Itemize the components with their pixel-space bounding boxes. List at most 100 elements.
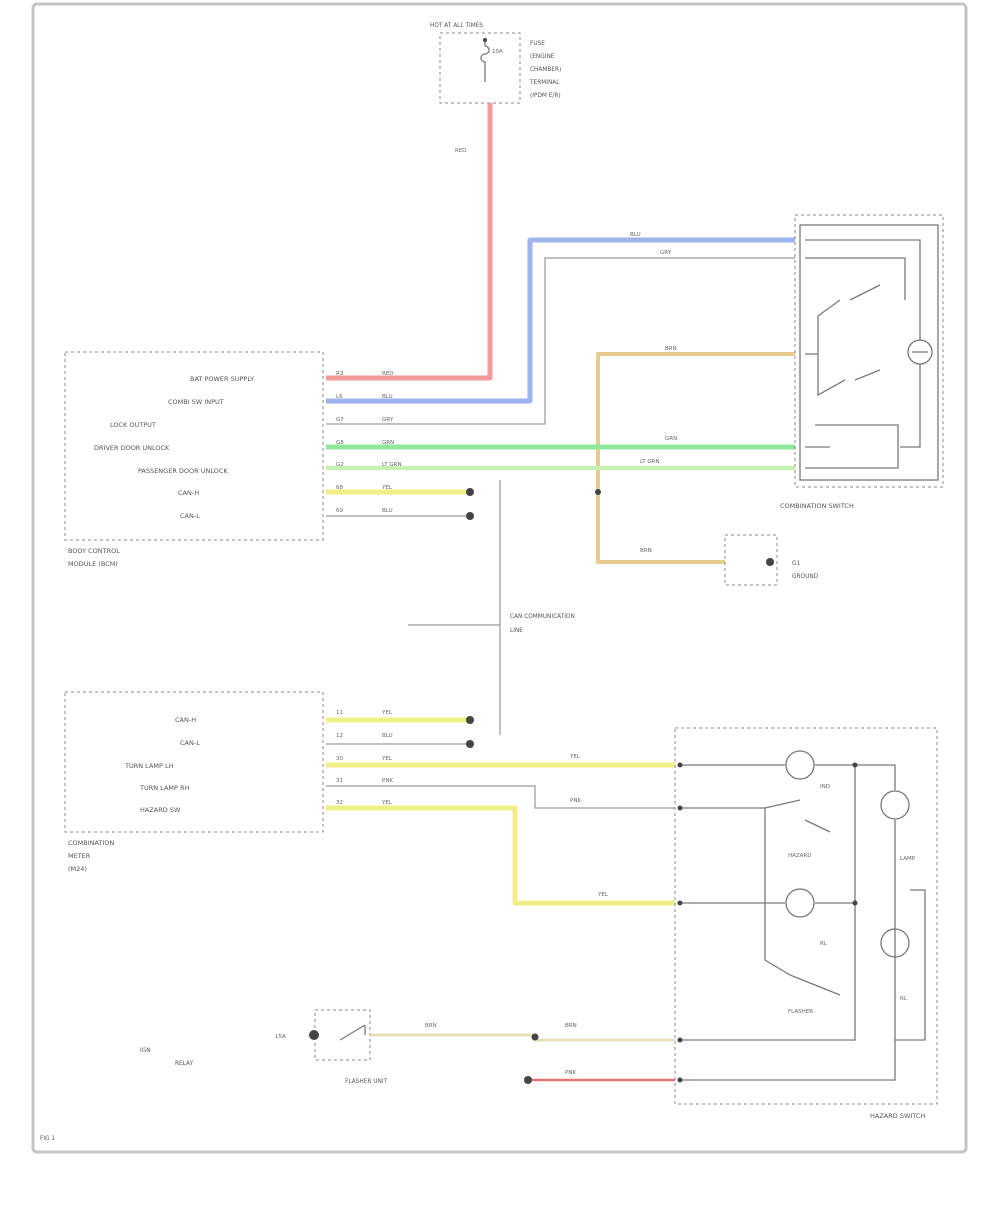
bcm-can-h-end xyxy=(466,488,474,496)
combi-switch-box xyxy=(794,214,944,488)
page-id: FIG 1 xyxy=(40,1136,55,1142)
wire-gray xyxy=(326,257,795,425)
wire-bottom-brown xyxy=(370,1033,675,1042)
bcm-pin-code: G7 xyxy=(336,417,344,423)
meter-box xyxy=(64,691,324,833)
fuse-line-1: FUSE xyxy=(530,41,545,47)
meter-pin-label: TURN LAMP LH xyxy=(124,762,174,770)
wire-orange xyxy=(596,352,795,564)
bcm-pin-4: PASSENGER DOOR UNLOCK G2 LT GRN xyxy=(138,462,402,475)
switch-module-inner-1: IND xyxy=(820,784,830,790)
bcm-pin-2: LOCK OUTPUT G7 GRY xyxy=(110,417,394,429)
wire-label-left-brown: BRN xyxy=(425,1023,437,1029)
bcm-pin-code: G2 xyxy=(336,462,344,468)
wire-label-blue: BLU xyxy=(630,232,641,238)
wire-label-meter-lh: YEL xyxy=(569,754,581,760)
fuse-line-4: TERMINAL xyxy=(529,80,560,86)
relay-line-1: IGN xyxy=(140,1048,151,1054)
wire-label-gray: GRY xyxy=(660,250,672,256)
bcm-pin-code: 68 xyxy=(336,485,343,491)
can-note-1: CAN COMMUNICATION xyxy=(510,614,575,620)
meter-pin-code: 12 xyxy=(336,733,343,739)
meter-pin-4: HAZARD SW 32 YEL xyxy=(140,800,393,814)
fuse-wire-label: RED xyxy=(455,148,467,154)
bcm-pin-code: L6 xyxy=(336,394,343,400)
bcm-pin-wire: GRY xyxy=(382,417,394,423)
bcm-pin-wire: LT GRN xyxy=(382,462,402,468)
ground-box xyxy=(724,534,778,586)
bcm-pin-wire: YEL xyxy=(381,485,393,491)
bottom-brown-splice xyxy=(531,1033,539,1041)
bcm-pin-wire: BLU xyxy=(382,508,393,514)
meter-can-h-end xyxy=(466,716,474,724)
bcm-pin-label: PASSENGER DOOR UNLOCK xyxy=(138,467,228,475)
can-note-2: LINE xyxy=(510,628,523,634)
meter-pin-code: 32 xyxy=(336,800,343,806)
switch-module-internals xyxy=(677,750,926,1083)
relay-contact xyxy=(339,1024,366,1041)
bcm-pin-6: CAN-L 69 BLU xyxy=(180,508,393,520)
fuse-header: HOT AT ALL TIMES xyxy=(430,23,483,29)
wire-label-brown: BRN xyxy=(665,346,677,352)
bcm-pin-wire: RED xyxy=(382,371,394,377)
meter-pin-0: CAN-H 11 YEL xyxy=(175,710,393,724)
bcm-pin-label: BAT POWER SUPPLY xyxy=(190,375,254,383)
bcm-pin-label: CAN-L xyxy=(180,512,200,520)
switch-module-inner-3: RL xyxy=(820,941,828,947)
bcm-pin-3: DRIVER DOOR UNLOCK G8 GRN xyxy=(94,440,394,452)
bcm-pin-5: CAN-H 68 YEL xyxy=(178,485,393,497)
wire-label-meter-rh: PNK xyxy=(570,798,581,804)
switch-module-text-2: FLASHER xyxy=(788,1009,813,1015)
bcm-box xyxy=(64,351,324,541)
switch-module-box xyxy=(674,727,938,1105)
wire-label-ground: BRN xyxy=(640,548,652,554)
bcm-pin-label: DRIVER DOOR UNLOCK xyxy=(94,444,170,452)
bcm-pin-code: G8 xyxy=(336,440,344,446)
bcm-name-1: BODY CONTROL xyxy=(68,547,120,555)
switch-module-label: HAZARD SWITCH xyxy=(870,1112,925,1120)
bcm-name-2: MODULE (BCM) xyxy=(68,560,118,568)
fuse-line-5: (IPDM E/R) xyxy=(530,93,561,99)
ground-line-2: GROUND xyxy=(792,574,819,580)
fuse-line-3: CHAMBER) xyxy=(530,67,561,73)
wire-label-mid-brown: BRN xyxy=(565,1023,577,1029)
meter-pin-wire: BLU xyxy=(382,733,393,739)
relay-line-2: RELAY xyxy=(175,1061,194,1067)
meter-pin-code: 30 xyxy=(336,756,343,762)
wire-label-meter-hz: YEL xyxy=(597,892,609,898)
relay-box xyxy=(314,1009,371,1061)
meter-name-3: (M24) xyxy=(68,865,87,873)
combi-switch-internals xyxy=(799,224,939,481)
wire-label-red-pink: PNK xyxy=(565,1070,576,1076)
bcm-pin-0: BAT POWER SUPPLY R3 RED xyxy=(190,371,394,383)
meter-pin-wire: YEL xyxy=(381,710,393,716)
switch-module-inner-2: LAMP xyxy=(900,856,916,862)
bcm-pin-wire: GRN xyxy=(382,440,394,446)
meter-pin-code: 31 xyxy=(336,778,343,784)
bcm-pin-label: LOCK OUTPUT xyxy=(110,421,156,429)
meter-can-l-end xyxy=(466,740,474,748)
meter-pin-code: 11 xyxy=(336,710,343,716)
bcm-pin-label: CAN-H xyxy=(178,489,199,497)
bcm-pin-1: COMBI SW INPUT L6 BLU xyxy=(168,394,393,406)
meter-pin-1: CAN-L 12 BLU xyxy=(180,733,393,747)
meter-pin-wire: YEL xyxy=(381,800,393,806)
bcm-pin-code: 69 xyxy=(336,508,343,514)
wire-label-green: GRN xyxy=(665,436,677,442)
wire-blue xyxy=(326,237,795,404)
bcm-pin-label: COMBI SW INPUT xyxy=(168,398,224,406)
wire-meter-hz xyxy=(326,805,675,906)
fuse-box xyxy=(439,32,521,104)
wire-label-lightgreen: LT GRN xyxy=(640,459,660,465)
bottom-pink-end xyxy=(524,1076,532,1084)
combi-switch-label: COMBINATION SWITCH xyxy=(780,502,854,510)
meter-name-2: METER xyxy=(68,852,91,860)
ground-line-1: G1 xyxy=(792,561,800,567)
relay-amp: 15A xyxy=(275,1034,286,1040)
bottom-note: FLASHER UNIT xyxy=(345,1079,388,1085)
relay-terminal xyxy=(309,1030,319,1040)
wire-meter-rh xyxy=(326,785,675,809)
meter-pin-label: TURN LAMP RH xyxy=(139,784,190,792)
meter-name-1: COMBINATION xyxy=(68,839,114,847)
